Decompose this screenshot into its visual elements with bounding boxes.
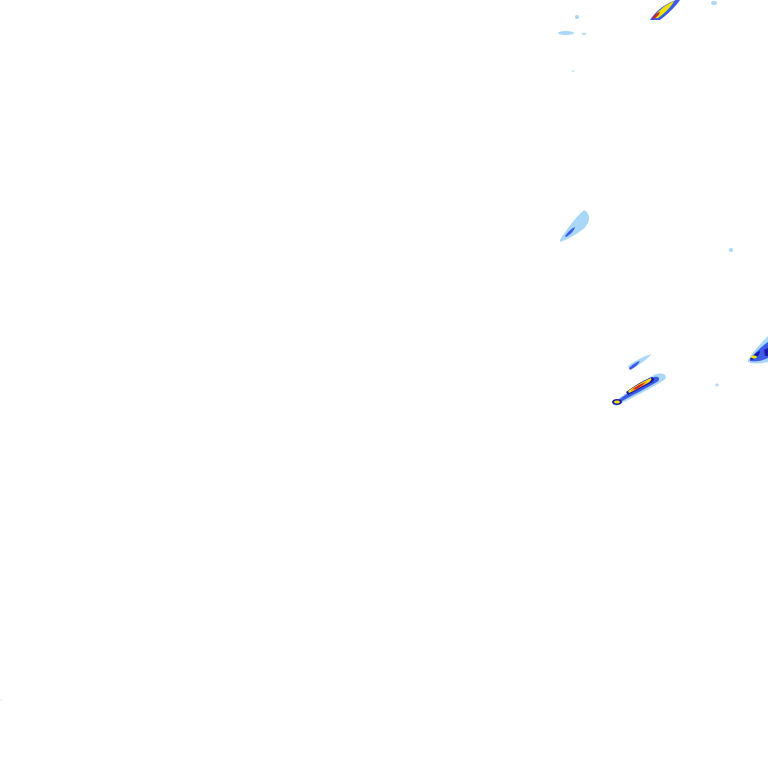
speckle-upper-right xyxy=(729,248,733,252)
cell-top-red xyxy=(652,12,660,19)
precip-cell-top xyxy=(650,0,717,20)
speckle-center-right xyxy=(715,383,719,387)
precip-cell-east-edge xyxy=(748,336,768,364)
speckle-bottom-left xyxy=(0,699,2,701)
cell-center-north-moderate xyxy=(629,361,640,370)
cell-center-red xyxy=(633,383,644,389)
precip-cell-center xyxy=(612,354,719,406)
cell-center-tail-yellow xyxy=(614,400,620,404)
cell-east-edge-dark xyxy=(764,348,768,356)
speckle-top-4 xyxy=(571,70,575,72)
speckle-top-3 xyxy=(582,33,586,35)
precip-cell-upper-mid xyxy=(560,210,733,252)
speckle-top-2 xyxy=(558,31,574,35)
speckle-top-1 xyxy=(575,15,579,19)
cell-east-yellow xyxy=(751,355,757,359)
precip-speckles-top xyxy=(558,15,586,72)
cell-top-light xyxy=(711,1,717,5)
cell-upper-mid-moderate xyxy=(565,227,575,237)
